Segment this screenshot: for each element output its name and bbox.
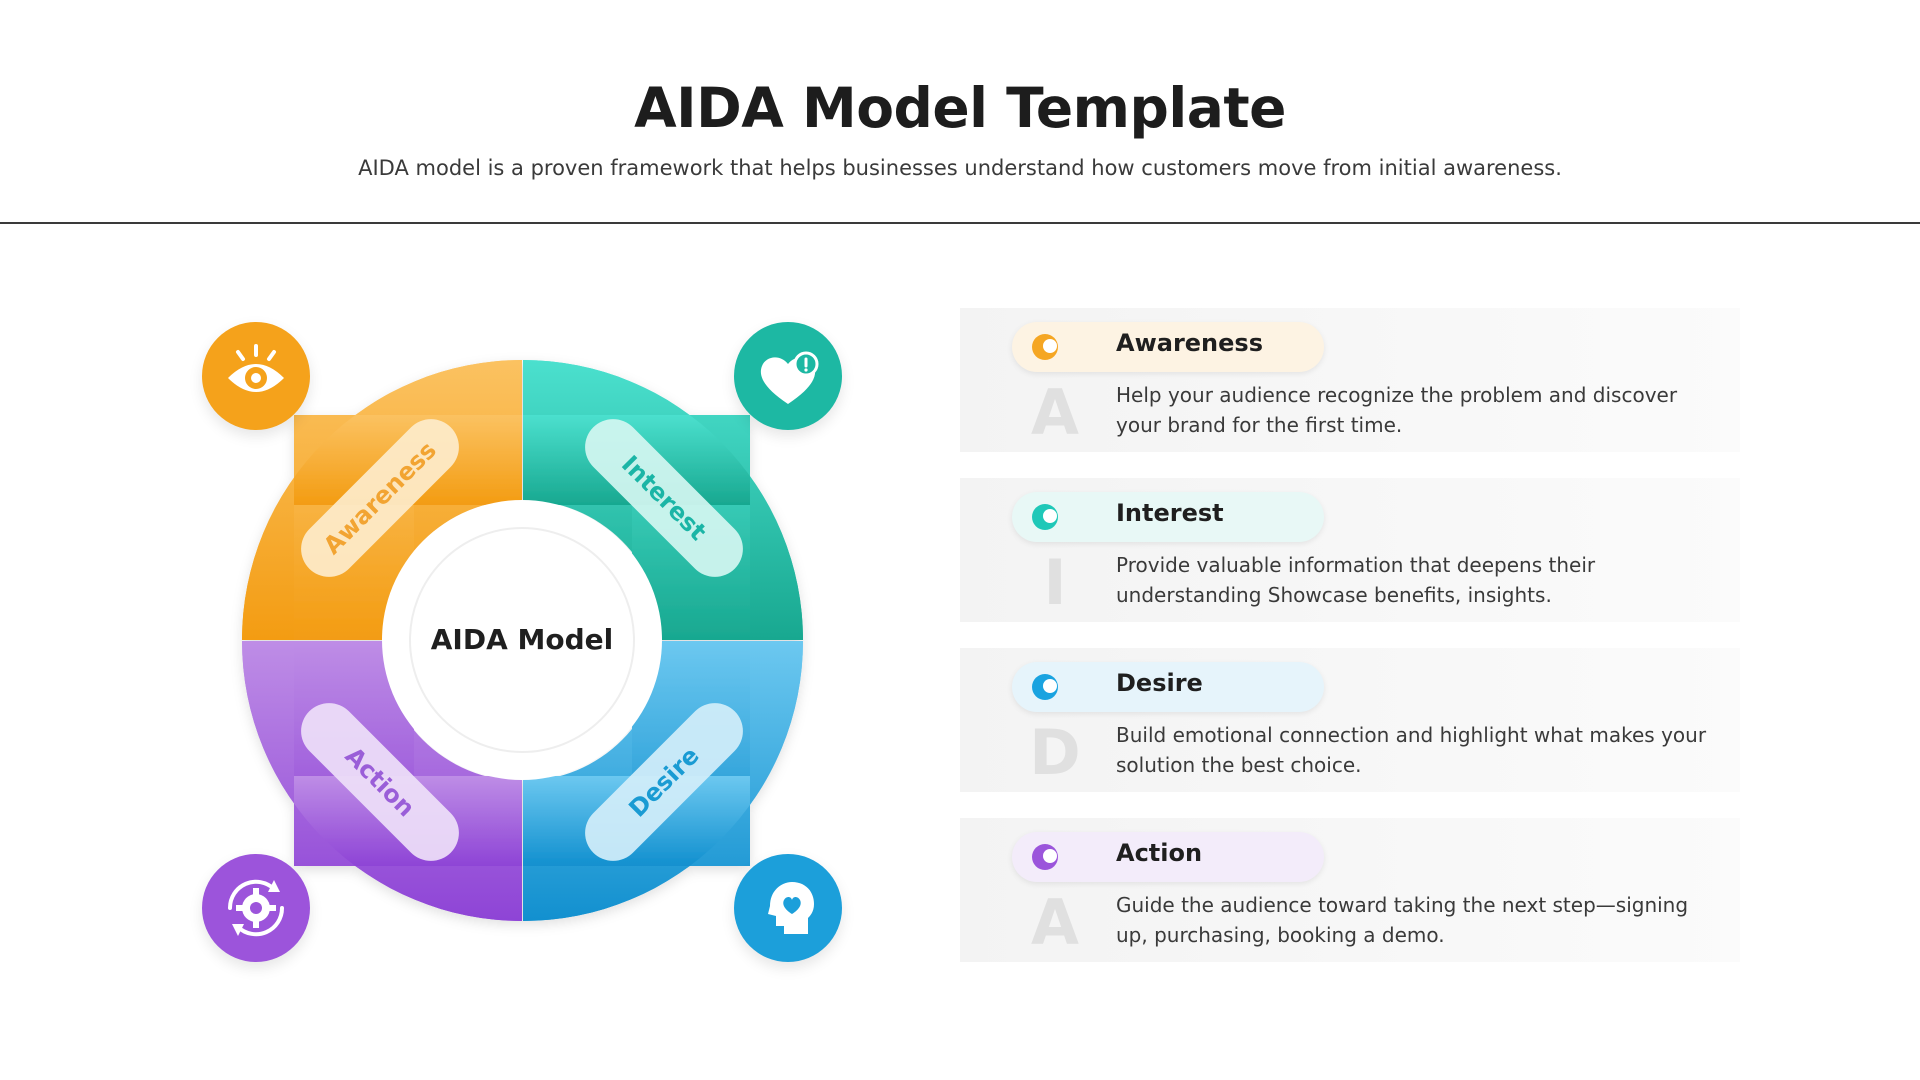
awareness-icon-badge <box>202 322 310 430</box>
interest-icon-badge <box>734 322 842 430</box>
step-description: Provide valuable information that deepen… <box>1116 553 1596 607</box>
step-letter: A <box>1031 376 1079 449</box>
aida-ring <box>242 360 803 921</box>
step-pill <box>1012 662 1324 712</box>
step-title: Desire <box>1116 669 1203 697</box>
action-pill <box>301 703 459 861</box>
desire-pill <box>585 703 743 861</box>
toggle-dot-icon <box>1032 674 1058 700</box>
center-circle <box>382 500 662 780</box>
aida-diagram: Awareness Interest Desire Action AIDA Mo… <box>190 310 870 990</box>
step-title: Awareness <box>1116 329 1263 357</box>
step-pill <box>1012 832 1324 882</box>
page-title: AIDA Model Template <box>634 76 1286 140</box>
head-heart-icon <box>768 882 814 934</box>
header-divider <box>0 222 1920 224</box>
step-title: Interest <box>1116 499 1224 527</box>
toggle-dot-icon <box>1032 334 1058 360</box>
action-icon-badge <box>202 854 310 962</box>
step-description: Build emotional connection and highlight… <box>1116 723 1707 777</box>
interest-pill <box>585 419 743 577</box>
step-pill <box>1012 322 1324 372</box>
step-pill <box>1012 492 1324 542</box>
toggle-dot-icon <box>1032 504 1058 530</box>
desire-icon-badge <box>734 854 842 962</box>
step-letter: D <box>1029 716 1081 789</box>
step-letter: I <box>1043 546 1067 619</box>
step-letter: A <box>1031 886 1079 959</box>
page-subtitle: AIDA model is a proven framework that he… <box>358 156 1562 180</box>
step-card-awareness: Awareness A Help your audience recognize… <box>960 308 1740 452</box>
heart-icon <box>760 351 819 404</box>
step-description: Guide the audience toward taking the nex… <box>1116 893 1689 947</box>
awareness-pill <box>301 419 459 577</box>
step-card-desire: Desire D Build emotional connection and … <box>960 648 1740 792</box>
step-description: Help your audience recognize the problem… <box>1116 383 1678 437</box>
eye-icon <box>228 344 284 392</box>
step-card-action: Action A Guide the audience toward takin… <box>960 818 1740 962</box>
toggle-dot-icon <box>1032 844 1058 870</box>
step-card-interest: Interest I Provide valuable information … <box>960 478 1740 622</box>
center-label: AIDA Model <box>430 623 614 656</box>
gear-cycle-icon <box>227 879 285 937</box>
step-title: Action <box>1116 839 1203 867</box>
